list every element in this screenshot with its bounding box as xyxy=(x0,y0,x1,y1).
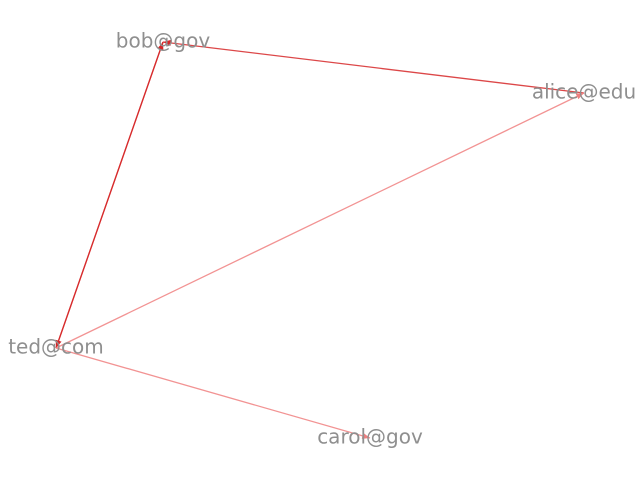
node-layer: bob@gov alice@edu ted@com carol@gov xyxy=(8,29,636,449)
node-alice[interactable]: alice@edu xyxy=(532,80,636,104)
node-bob[interactable]: bob@gov xyxy=(116,29,211,53)
edge-layer xyxy=(55,39,585,439)
node-carol[interactable]: carol@gov xyxy=(317,425,423,449)
edge-ted-to-alice xyxy=(55,92,585,349)
edge-alice-to-bob xyxy=(162,39,585,94)
node-ted[interactable]: ted@com xyxy=(8,335,104,359)
edge-ted-to-carol xyxy=(55,347,371,439)
edge-bob-to-ted xyxy=(55,41,164,349)
